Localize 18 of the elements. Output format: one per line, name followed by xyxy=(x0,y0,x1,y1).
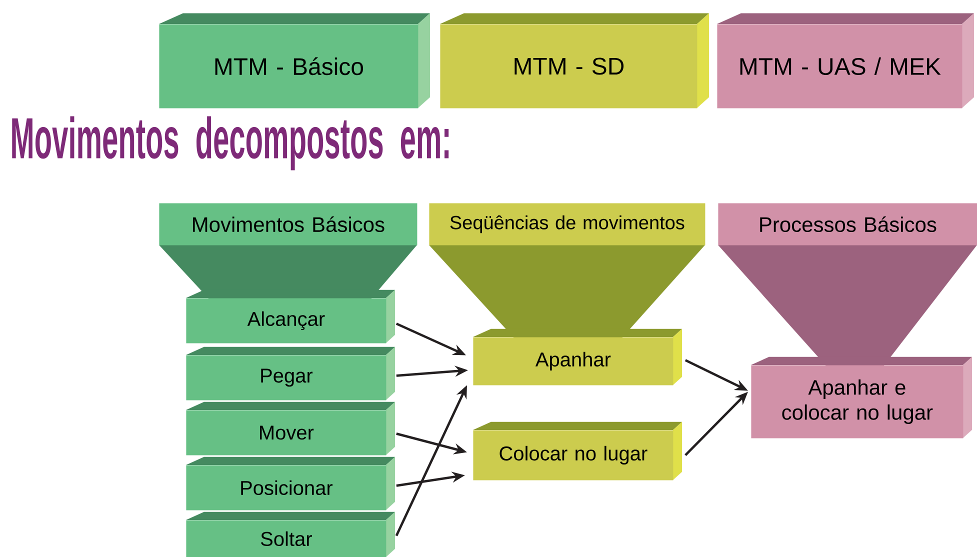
node-label: Processos Básicos xyxy=(760,216,936,232)
block: MTM - Básico xyxy=(159,13,430,108)
block: Apanhar xyxy=(473,328,682,386)
node-label: Movimentos Básicos xyxy=(193,216,384,232)
funnel-header: Seqüências de movimentos xyxy=(429,203,706,340)
block: Posicionar xyxy=(186,456,395,510)
funnel-header: Movimentos Básicos xyxy=(159,203,418,300)
block: Soltar xyxy=(186,512,395,557)
node-label: Seqüências de movimentos xyxy=(450,215,684,234)
block: Mover xyxy=(186,402,395,456)
block: MTM - SD xyxy=(440,13,709,108)
block: MTM - UAS / MEK xyxy=(717,13,974,108)
heading: Movimentos decompostos em: xyxy=(12,116,449,170)
block: Alcançar xyxy=(186,290,395,344)
block: Pegar xyxy=(186,346,395,400)
block: Apanhar e colocar no lugar xyxy=(751,356,972,438)
block: Colocar no lugar xyxy=(473,422,682,480)
funnel-header: Processos Básicos xyxy=(718,203,977,368)
